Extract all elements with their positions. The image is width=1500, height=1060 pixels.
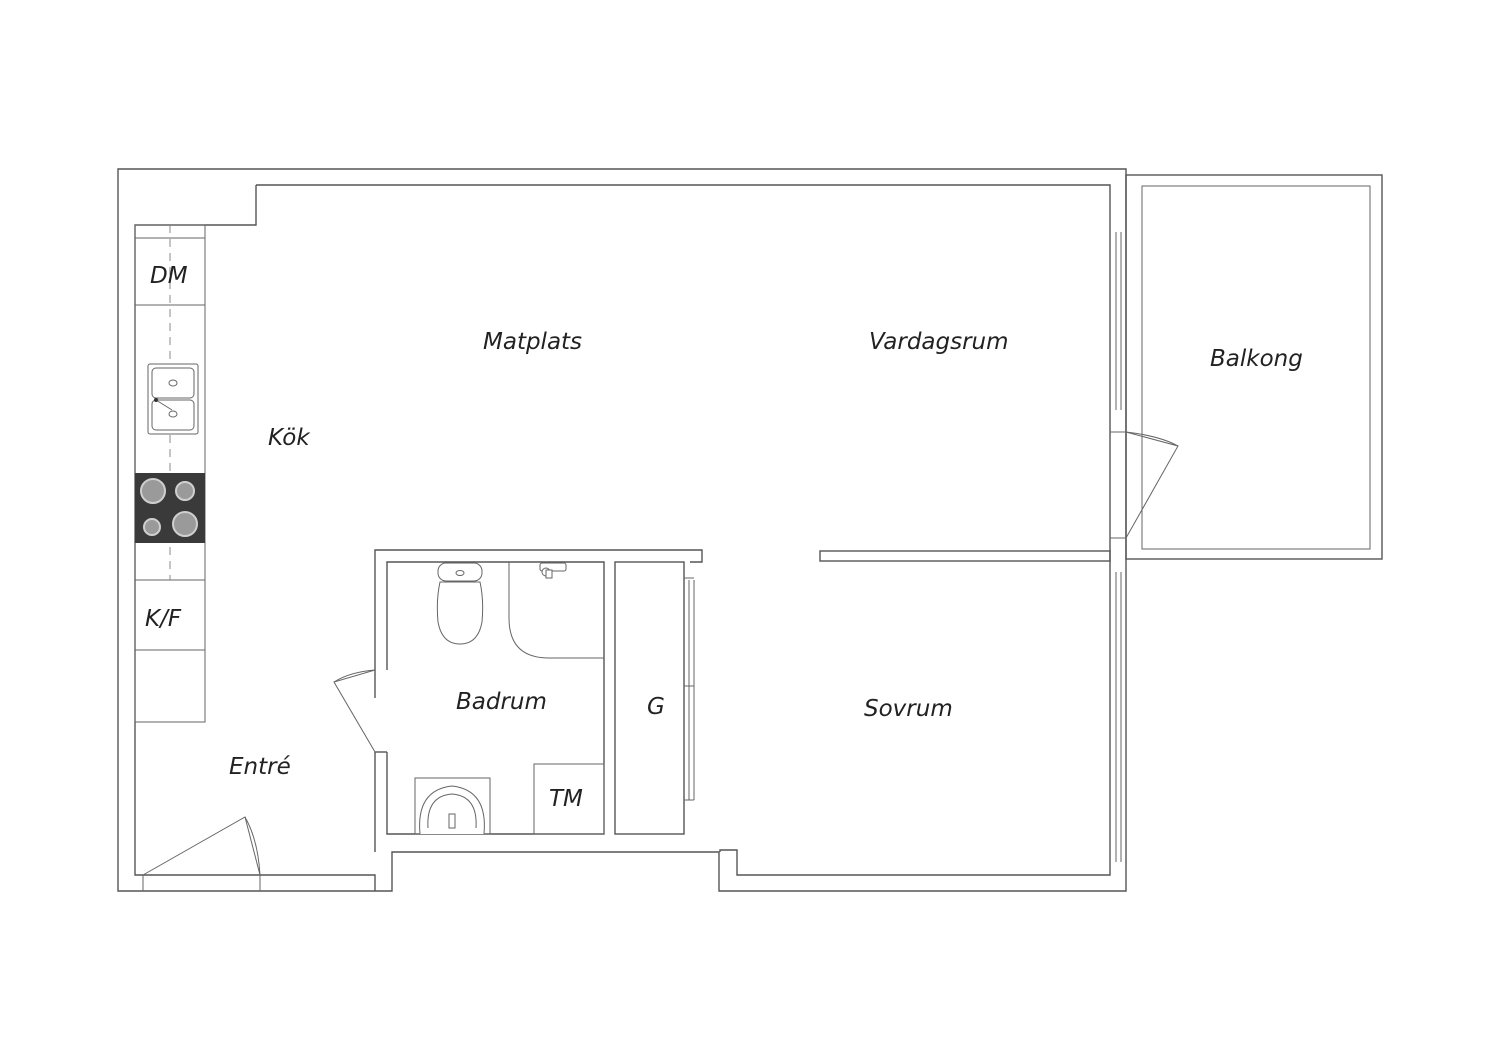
label-dm: DM: [150, 263, 188, 289]
entrance-door[interactable]: [142, 816, 261, 891]
label-entre: Entré: [229, 754, 291, 780]
label-badrum: Badrum: [456, 689, 547, 715]
shower-icon: [508, 562, 604, 659]
label-vardagsrum: Vardagsrum: [869, 329, 1009, 355]
label-matplats: Matplats: [483, 329, 582, 355]
label-balkong: Balkong: [1210, 346, 1303, 372]
bathroom-door[interactable]: [333, 669, 376, 753]
bathroom-walls: [374, 549, 703, 852]
stove-icon: [135, 473, 205, 543]
wardrobe: [614, 561, 694, 835]
interior-wall: [819, 550, 1111, 562]
toilet-icon: [436, 562, 484, 645]
washbasin-icon: [414, 777, 491, 835]
balcony-outline: [1125, 174, 1383, 560]
sink-icon: [147, 363, 199, 435]
label-g: G: [647, 694, 665, 720]
label-sovrum: Sovrum: [864, 696, 953, 722]
windows: [688, 232, 1122, 862]
label-kok: Kök: [268, 425, 311, 451]
label-tm: TM: [549, 786, 583, 812]
outer-walls: [117, 168, 1127, 892]
label-kf: K/F: [145, 606, 182, 632]
balcony-door[interactable]: [1110, 431, 1179, 539]
room-labels: DM Matplats Vardagsrum Balkong Kök K/F B…: [145, 263, 1303, 812]
washing-machine: [533, 763, 605, 835]
